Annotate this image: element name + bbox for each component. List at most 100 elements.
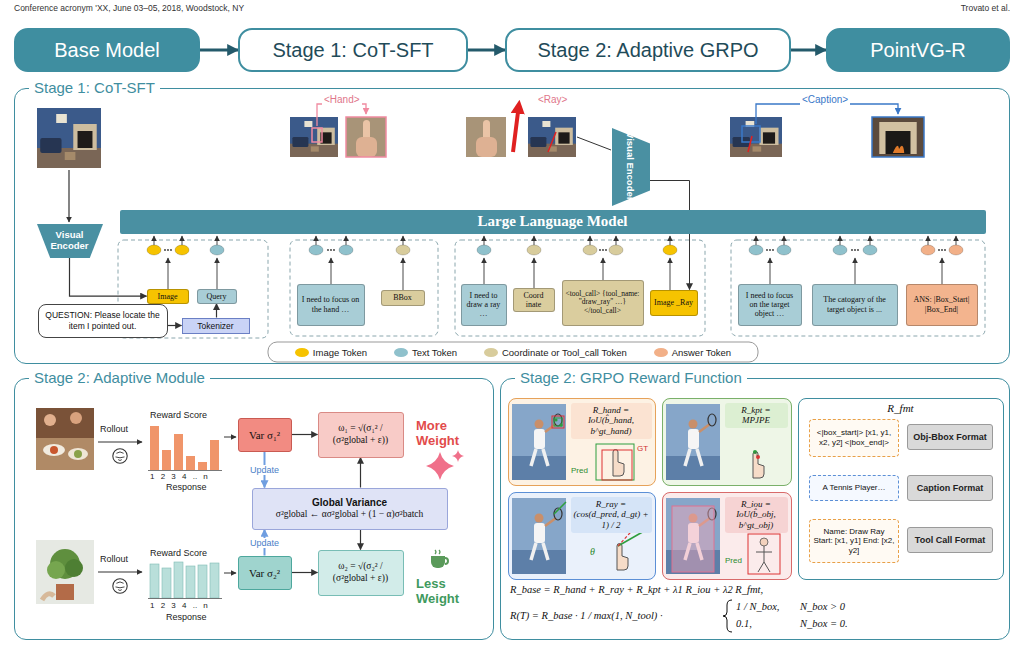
stage-panel: Stage 2: GRPO Reward FunctionR_hand = Io…: [500, 378, 1010, 640]
token-group: [455, 240, 705, 336]
rollout-illustration: [210, 563, 219, 598]
token-box: BBox: [381, 290, 425, 306]
rollout-illustration: [174, 434, 183, 470]
format-panel: R_fmt <|box_start|> [x1, y1, x2, y2] <|bo…: [798, 398, 1004, 580]
node-text: Stage 2: Adaptive GRPO: [537, 39, 758, 62]
ellipsis-dot: [170, 249, 172, 251]
token-arrow: [168, 258, 169, 289]
ellipsis-dot: [938, 249, 940, 251]
panel-title: Stage 2: Adaptive Module: [29, 369, 210, 387]
node-text: I need to focus on the hand …: [301, 295, 361, 313]
llm-band: Large Language Model: [120, 210, 986, 234]
global-variance-box: Global Varianceσ²global ← ασ²global + (1…: [252, 488, 448, 530]
reward-illustration: [672, 506, 714, 572]
ellipsis-dot: [766, 249, 768, 251]
region-tag: <Caption>: [800, 94, 850, 105]
ellipsis-dot: [857, 249, 859, 251]
token-arrow: [403, 258, 404, 290]
token-oval: [749, 245, 763, 255]
format-tag: Caption Format: [907, 475, 993, 501]
format-example: Name: Draw Ray Start: [x1, y1] End: [x2,…: [809, 519, 899, 563]
ellipsis-dot: [941, 249, 943, 251]
reward-illustration: [552, 416, 564, 428]
node-text: σ²global ← ασ²global + (1 − α)σ²batch: [276, 508, 423, 520]
reward-illustration: [554, 418, 557, 421]
variance-box: Var σ₁²: [238, 418, 292, 452]
axis-title: Response: [166, 612, 207, 622]
node-text: Image: [158, 292, 178, 301]
connector: [200, 49, 238, 52]
rollout-illustration: [162, 450, 171, 470]
variance-box: Var σ₂²: [238, 556, 292, 590]
token-oval: [833, 245, 847, 255]
ellipsis-dot: [164, 249, 946, 251]
rollout-illustration: [224, 437, 236, 438]
node-text: ω₂ = √(σ₂² / (σ²global + ε)): [322, 561, 400, 585]
reward-illustration: [755, 452, 758, 457]
token-arrow: [784, 236, 785, 245]
stage1-photos: [548, 132, 556, 152]
reward-illustration: [554, 418, 562, 426]
node-text: Large Language Model: [478, 213, 628, 230]
node-text: <|box_start|> [x1, y1, x2, y2] <|box_end…: [813, 428, 895, 447]
stage-box: PointVG-R: [826, 28, 1010, 72]
format-tag: Tool Call Format: [907, 527, 993, 553]
token-group: [290, 240, 438, 336]
stage1-photos: [748, 136, 752, 152]
running-header: Conference acronym 'XX, June 03–05, 2018…: [14, 3, 244, 13]
rollout-illustration: [150, 426, 159, 470]
box-tag: Pred: [571, 466, 588, 475]
token-arrow: [590, 236, 591, 245]
token-arrow: [670, 258, 671, 290]
stage-panel: Stage 1: CoT-SFTLarge Language ModelVisu…: [14, 88, 1010, 364]
token-arrow: [484, 258, 485, 284]
box-tag: GT: [637, 444, 648, 453]
legend-text: Text Token: [412, 347, 457, 358]
connector: [360, 530, 361, 550]
formula: R_base = R_hand + R_ray + R_kpt + λ1 R_i…: [510, 584, 763, 595]
stage-box: Stage 2: Adaptive GRPO: [505, 28, 791, 72]
rollout-illustration: [148, 598, 222, 599]
token-arrow: [346, 236, 347, 245]
reward-box: R_iou = IoU(b̂_obj, b^gt_obj): [662, 492, 792, 580]
legend-frame: [268, 342, 758, 362]
stage1-photos: [872, 117, 924, 157]
formula: 0.1,: [736, 618, 752, 629]
reward-illustration: [753, 452, 764, 479]
node-text: R_fmt: [799, 402, 1003, 414]
token-oval: [396, 245, 410, 255]
legend-item: Answer Token: [654, 347, 732, 358]
node-text: The catogary of the target object is ...: [816, 295, 894, 313]
reward-illustration: [748, 534, 780, 574]
legend-swatch: [654, 348, 668, 357]
reward-illustration: [512, 404, 566, 480]
connector-label: Update: [248, 538, 281, 548]
legend-frame: [268, 342, 758, 362]
formula: R(T) = R_base · 1 / max(1, N_tool) ·: [510, 610, 663, 621]
reward-illustration: [666, 498, 720, 574]
node-text: R_ray = (cos(d_pred, d_gt) + 1) / 2: [571, 497, 652, 533]
node-text: R_hand = IoU(b̂_hand, b^gt_hand): [571, 403, 652, 439]
ellipsis-dot: [327, 249, 329, 251]
reward-illustration: [662, 492, 792, 580]
node-text: Tool Call Format: [915, 535, 985, 545]
node-text: Tokenizer: [197, 321, 233, 331]
token-oval: [477, 245, 491, 255]
stage-box: Stage 1: CoT-SFT: [238, 28, 468, 72]
node-text: QUESTION: Please locate the item I point…: [42, 310, 164, 330]
stage1-photos: [68, 170, 69, 222]
step-label: Rollout: [100, 424, 128, 434]
stage1-photos: [317, 104, 366, 126]
rollout-illustration: [150, 562, 219, 598]
rollout-illustration: [36, 540, 94, 604]
token-oval: [777, 245, 791, 255]
connector: [292, 434, 318, 435]
connector: [360, 458, 361, 488]
rollout-illustration: [186, 456, 195, 470]
question-box: QUESTION: Please locate the item I point…: [38, 304, 168, 338]
rollout-illustration: [426, 452, 454, 480]
token-oval: [147, 245, 161, 255]
rollout-illustration: [198, 462, 207, 470]
token-arrow: [534, 258, 535, 288]
region-tag: <Hand>: [322, 94, 362, 105]
